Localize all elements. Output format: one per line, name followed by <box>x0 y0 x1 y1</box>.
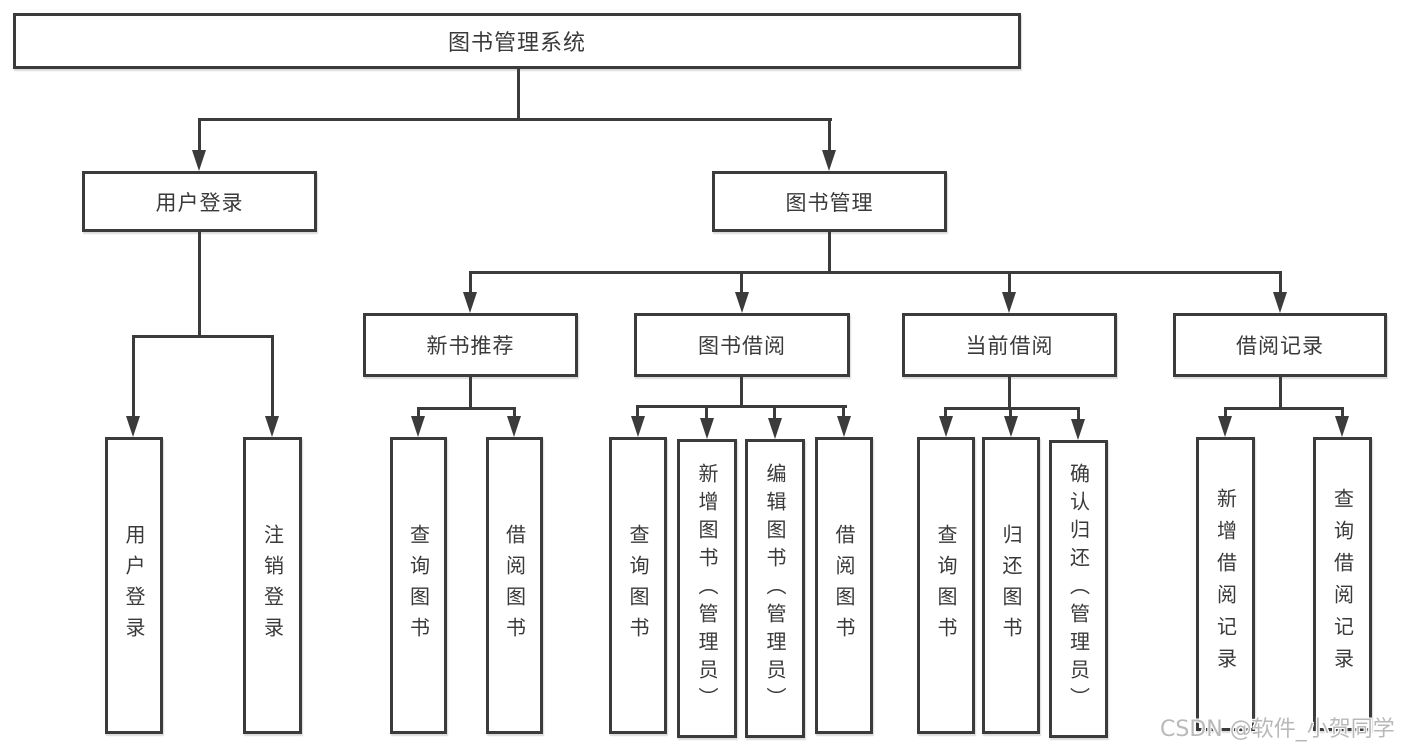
connector-line <box>1279 271 1282 292</box>
connector-line <box>198 118 201 150</box>
arrow-down-icon <box>192 150 206 171</box>
connector-line <box>1008 271 1011 292</box>
arrow-down-icon <box>1335 416 1349 437</box>
arrow-down-icon <box>1004 416 1018 437</box>
arrow-down-icon <box>631 416 645 437</box>
connector-line <box>469 271 1282 274</box>
connector-line <box>1224 407 1344 410</box>
connector-line <box>198 232 201 335</box>
node-label: 借阅图书 <box>502 523 527 648</box>
arrow-down-icon <box>735 292 749 313</box>
node-label: 借阅图书 <box>832 523 856 648</box>
connector-line <box>828 118 831 150</box>
arrow-down-icon <box>1071 419 1085 440</box>
node-current-borrowing: 当前借阅 <box>902 313 1117 377</box>
connector-line <box>1279 377 1282 407</box>
node-label: 新增图书（管理员） <box>695 462 719 715</box>
arrow-down-icon <box>822 150 836 171</box>
connector-line <box>1341 407 1344 416</box>
arrow-down-icon <box>126 416 140 437</box>
node-leaf-query-borrow-record: 查询借阅记录 <box>1313 437 1372 731</box>
connector-line <box>773 405 776 418</box>
node-label: 新增借阅记录 <box>1213 488 1238 680</box>
connector-line <box>513 407 516 416</box>
node-label: 用户登录 <box>155 190 244 215</box>
connector-line <box>1077 407 1080 419</box>
arrow-down-icon <box>411 416 425 437</box>
node-label: 查询图书 <box>406 523 431 648</box>
node-book-borrowing: 图书借阅 <box>634 313 850 377</box>
connector-line <box>198 118 832 121</box>
node-label: 注销登录 <box>260 523 285 648</box>
node-book-management: 图书管理 <box>712 171 947 232</box>
connector-line <box>469 377 472 407</box>
arrow-down-icon <box>1273 292 1287 313</box>
arrow-down-icon <box>768 418 782 439</box>
connector-line <box>1009 407 1012 416</box>
arrow-down-icon <box>1218 416 1232 437</box>
connector-line <box>417 407 516 410</box>
csdn-watermark: CSDN @软件_小贺同学 <box>1160 717 1395 742</box>
node-label: 查询图书 <box>626 523 650 648</box>
node-label: 借阅记录 <box>1236 334 1324 358</box>
connector-line <box>517 69 520 118</box>
node-user-login: 用户登录 <box>82 171 317 232</box>
node-label: 图书管理系统 <box>447 31 586 56</box>
connector-line <box>740 377 743 405</box>
node-leaf-add-book-admin: 新增图书（管理员） <box>677 439 737 738</box>
node-leaf-return-book: 归还图书 <box>982 437 1040 734</box>
connector-line <box>636 405 639 416</box>
node-new-book-recommend: 新书推荐 <box>363 313 578 377</box>
connector-line <box>842 405 845 416</box>
arrow-down-icon <box>463 292 477 313</box>
node-label: 图书借阅 <box>698 334 786 358</box>
node-borrowing-records: 借阅记录 <box>1173 313 1387 377</box>
connector-line <box>828 232 831 271</box>
connector-line <box>944 407 947 416</box>
node-label: 查询图书 <box>934 523 958 648</box>
connector-line <box>705 405 708 418</box>
connector-line <box>271 335 274 416</box>
connector-line <box>740 271 743 292</box>
node-label: 用户登录 <box>122 523 146 648</box>
arrow-down-icon <box>265 416 279 437</box>
connector-line <box>1008 377 1011 407</box>
connector-line <box>469 271 472 292</box>
arrow-down-icon <box>939 416 953 437</box>
connector-line <box>636 405 847 408</box>
node-leaf-query-books-borrowing: 查询图书 <box>609 437 667 734</box>
arrow-down-icon <box>507 416 521 437</box>
connector-line <box>1224 407 1227 416</box>
node-leaf-edit-book-admin: 编辑图书（管理员） <box>745 439 805 738</box>
arrow-down-icon <box>1002 292 1016 313</box>
node-label: 新书推荐 <box>426 334 515 358</box>
connector-line <box>132 335 135 416</box>
node-leaf-borrow-books-borrowing: 借阅图书 <box>815 437 873 734</box>
node-leaf-confirm-return-admin: 确认归还（管理员） <box>1049 440 1108 738</box>
node-library-management-system: 图书管理系统 <box>13 13 1021 69</box>
connector-line <box>944 407 1080 410</box>
connector-line <box>417 407 420 416</box>
node-label: 归还图书 <box>999 523 1023 648</box>
node-label: 查询借阅记录 <box>1330 488 1355 680</box>
node-leaf-borrow-books-recommend: 借阅图书 <box>486 437 543 734</box>
node-label: 编辑图书（管理员） <box>763 462 787 715</box>
node-leaf-query-books-current: 查询图书 <box>917 437 975 734</box>
node-leaf-query-books-recommend: 查询图书 <box>390 437 447 734</box>
node-label: 确认归还（管理员） <box>1066 463 1091 715</box>
node-label: 当前借阅 <box>965 334 1054 358</box>
node-label: 图书管理 <box>785 190 874 215</box>
arrow-down-icon <box>837 416 851 437</box>
node-leaf-add-borrow-record: 新增借阅记录 <box>1196 437 1255 731</box>
node-leaf-user-login: 用户登录 <box>105 437 163 734</box>
connector-line <box>132 335 274 338</box>
arrow-down-icon <box>700 418 714 439</box>
node-leaf-logout: 注销登录 <box>243 437 302 734</box>
